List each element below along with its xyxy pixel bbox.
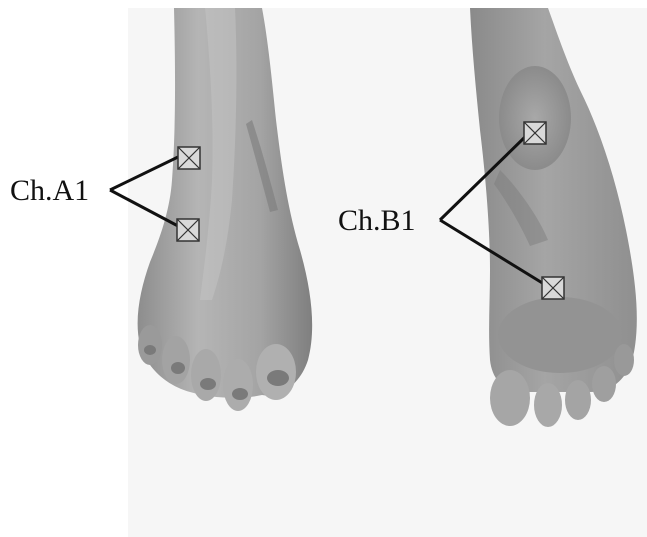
- channel-a1-label: Ch.A1: [10, 176, 89, 206]
- electrode-a1-lower-icon: [177, 219, 199, 241]
- electrode-b1-upper-icon: [524, 122, 546, 144]
- right-ball: [498, 297, 622, 373]
- lead-a1-upper: [110, 157, 178, 190]
- right-toe-3: [565, 380, 591, 420]
- channel-b1-label: Ch.B1: [338, 206, 416, 236]
- right-heel: [499, 66, 571, 170]
- left-nail-big: [267, 370, 289, 386]
- right-toe-pinky: [614, 344, 634, 376]
- left-nail-2: [232, 388, 248, 400]
- electrode-a1-upper-icon: [178, 147, 200, 169]
- left-nail-4: [171, 362, 185, 374]
- left-nail-pinky: [144, 345, 156, 355]
- left-toe-4: [162, 336, 190, 384]
- right-toe-big: [490, 370, 530, 426]
- lead-a1-lower: [110, 190, 178, 226]
- right-toe-4: [592, 366, 616, 402]
- left-toe-2: [223, 359, 253, 411]
- left-foot-dorsal: [138, 8, 313, 411]
- left-toe-3: [191, 349, 221, 401]
- left-nail-3: [200, 378, 216, 390]
- right-toe-2: [534, 383, 562, 427]
- right-foot-plantar: [470, 8, 637, 427]
- electrode-b1-lower-icon: [542, 277, 564, 299]
